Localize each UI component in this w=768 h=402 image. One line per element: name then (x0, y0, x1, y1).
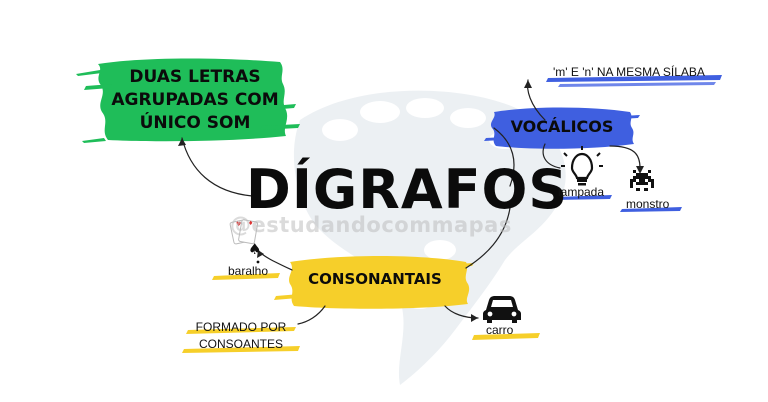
svg-text:♥: ♥ (236, 221, 241, 228)
consonantais-node-label: CONSONANTAIS (308, 270, 442, 288)
vocalicos-node-label: VOCÁLICOS (510, 117, 614, 136)
green-brush (76, 58, 300, 143)
playing-cards-icon: ♥ ♦ ♠ (229, 219, 261, 264)
definition-line: DUAS LETRAS (129, 67, 261, 87)
svg-text:♠: ♠ (248, 240, 261, 258)
definition-node: DUAS LETRAS AGRUPADAS COM ÚNICO SOM (110, 66, 280, 135)
arrowheads (178, 80, 644, 322)
connector-vocalicos-to-lampada (542, 143, 561, 169)
example-baralho-label: baralho (228, 264, 269, 278)
car-icon (483, 296, 521, 323)
vocalicos-rule-label: 'm' E 'n' NA MESMA SÍLABA (553, 65, 705, 79)
example-monstro-label: monstro (626, 197, 670, 211)
connector-consonantais-to-formado (297, 305, 326, 325)
lightbulb-icon (561, 146, 603, 186)
consonantais-rule-line: FORMADO POR (195, 320, 287, 334)
watermark-text: @estudandocommapas (230, 213, 512, 237)
definition-line: ÚNICO SOM (139, 113, 251, 133)
svg-text:♦: ♦ (248, 220, 253, 227)
connector-vocalicos-to-monstro (609, 145, 641, 169)
example-lampada-label: lampada (558, 185, 605, 199)
central-topic-title: DÍGRAFOS (246, 158, 569, 221)
label-underlines (182, 75, 722, 353)
blue-brush (484, 107, 640, 149)
connector-center-to-consonantais (465, 207, 511, 269)
connector-center-to-definition (181, 137, 253, 197)
example-carro-label: carro (486, 323, 514, 337)
consonantais-rule-line: CONSOANTES (198, 337, 283, 351)
space-invader-icon (630, 170, 654, 191)
yellow-brush (274, 256, 474, 309)
connector-center-to-vocalicos (493, 127, 515, 187)
consonantais-rule-label: FORMADO POR CONSOANTES (192, 319, 290, 353)
definition-line: AGRUPADAS COM (111, 90, 279, 110)
